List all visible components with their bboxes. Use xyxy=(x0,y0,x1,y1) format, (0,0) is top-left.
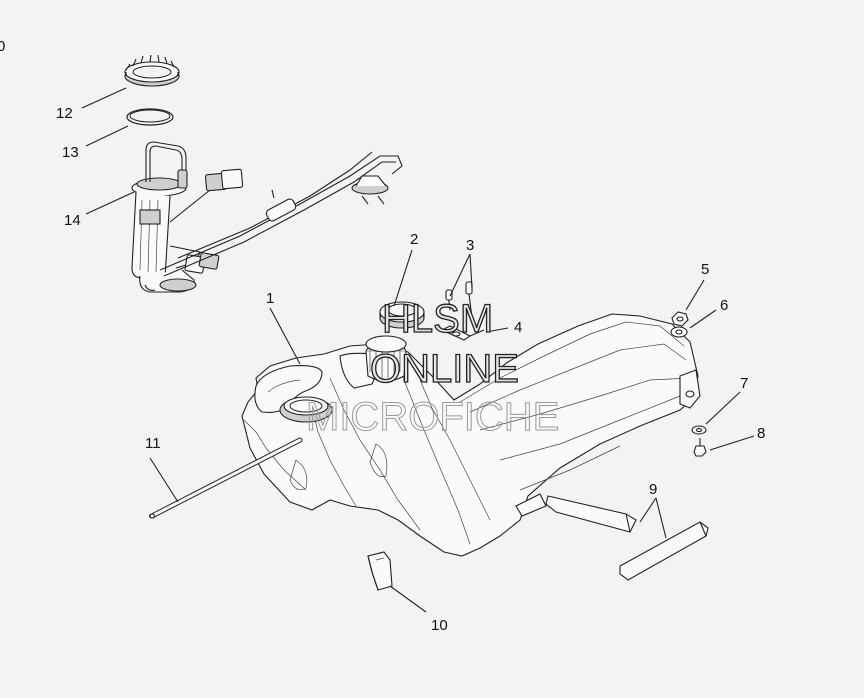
callout-2: 2 xyxy=(410,231,418,248)
tube-icon xyxy=(148,437,303,519)
fuel-cap-icon xyxy=(379,301,425,329)
filler-neck-icon xyxy=(365,335,407,382)
pump-opening-icon xyxy=(279,396,333,423)
callout-3: 3 xyxy=(466,237,474,254)
watermark-line-2: ONLINE xyxy=(370,347,519,391)
callout-13: 13 xyxy=(62,144,79,161)
watermark: HLSM ONLINE MICROFICHE xyxy=(306,296,560,439)
washer-icon xyxy=(670,326,688,338)
seal-icon xyxy=(126,108,174,126)
callout-4: 4 xyxy=(514,319,522,336)
callout-9: 9 xyxy=(649,481,657,498)
callout-14: 14 xyxy=(64,212,81,229)
callout-8: 8 xyxy=(757,425,765,442)
watermark-line-1: HLSM xyxy=(382,297,493,341)
vent-valve-icon xyxy=(445,281,473,319)
lock-ring-icon xyxy=(124,54,180,87)
callout-12: 12 xyxy=(56,105,73,122)
callout-11: 11 xyxy=(145,435,161,452)
callout-1: 1 xyxy=(266,290,274,307)
bolt-icon xyxy=(693,438,707,457)
corner-mark: 0 xyxy=(0,38,5,55)
fuel-tank-icon xyxy=(241,313,701,557)
pump-harness xyxy=(159,151,403,277)
washer-icon xyxy=(691,425,707,435)
leader-lines xyxy=(81,87,755,613)
callout-5: 5 xyxy=(701,261,709,278)
callout-6: 6 xyxy=(720,297,728,314)
bumper-icon xyxy=(367,551,393,591)
nut-icon xyxy=(671,311,689,327)
watermark-line-3: MICROFICHE xyxy=(306,395,559,439)
fuel-pump-icon xyxy=(131,141,197,293)
callout-10: 10 xyxy=(431,617,448,634)
callout-labels: 1 2 3 4 5 6 7 8 9 10 11 12 13 14 xyxy=(56,105,765,634)
pad-icon xyxy=(545,495,709,581)
callout-7: 7 xyxy=(740,375,748,392)
clip-icon xyxy=(440,325,485,341)
